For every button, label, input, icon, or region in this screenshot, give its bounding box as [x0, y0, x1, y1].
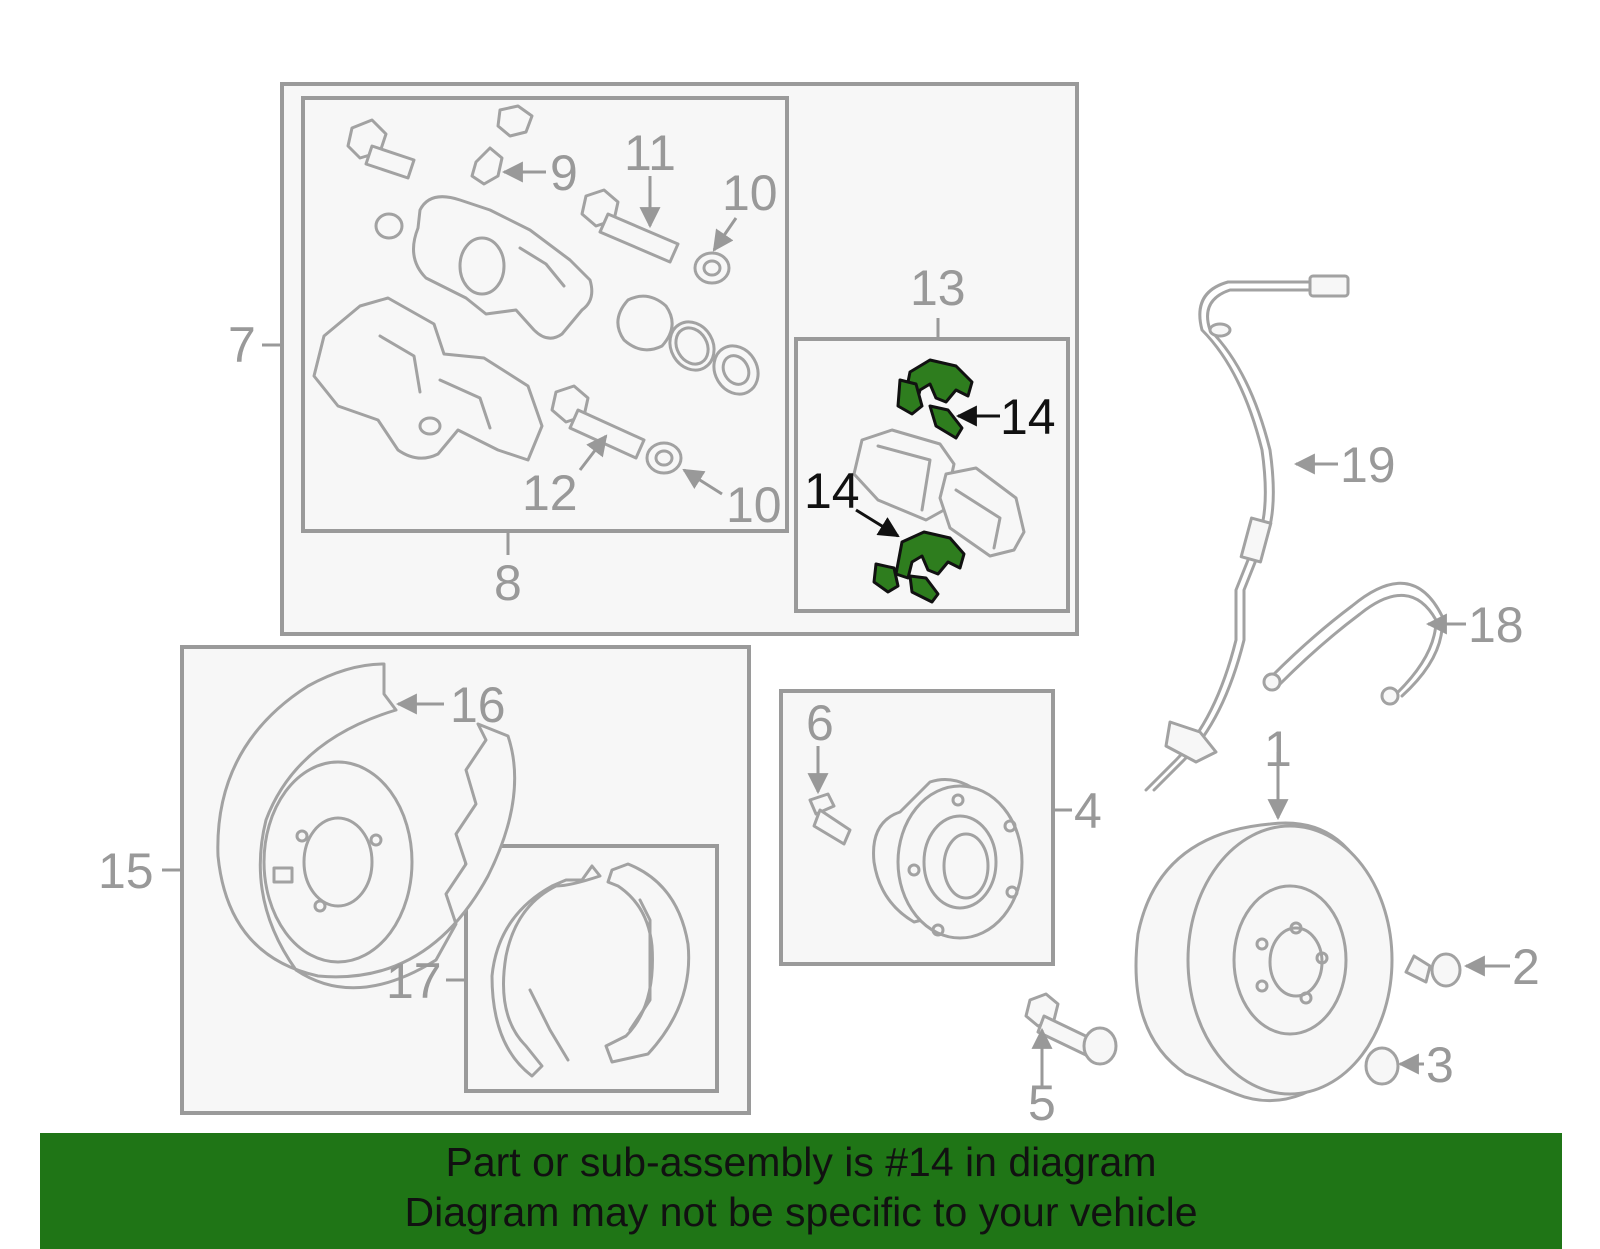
callout-15: 15: [98, 843, 154, 899]
disc-screw: [1404, 952, 1462, 988]
callout-16: 16: [450, 677, 506, 733]
callout-11: 11: [624, 125, 676, 181]
callout-6: 6: [806, 695, 834, 751]
hub-bolt: [1024, 992, 1118, 1066]
callout-18: 18: [1468, 597, 1524, 653]
leader-lines: [162, 161, 1510, 1086]
caliper-assembly-group: [280, 82, 1079, 636]
callout-2: 2: [1512, 939, 1540, 995]
wheel-speed-sensor: [1144, 274, 1350, 792]
callout-10-lower: 10: [726, 477, 782, 533]
banner-line-part: Part or sub-assembly is #14 in diagram: [445, 1139, 1157, 1185]
callout-14-upper: 14: [1000, 389, 1056, 445]
brake-disc: [1134, 821, 1394, 1103]
hub-group: [779, 689, 1055, 966]
callouts: 7 8 9 11 10 10 12 13 14 14 15 16 17 6 4 …: [98, 125, 1540, 1131]
callout-5: 5: [1028, 1075, 1056, 1131]
callout-12: 12: [522, 465, 578, 521]
wheel-hub: [872, 778, 1024, 940]
callout-9: 9: [550, 145, 578, 201]
info-banner: Part or sub-assembly is #14 in diagram D…: [40, 1133, 1562, 1249]
parking-brake-shoes: [490, 862, 691, 1078]
caliper-housing: [412, 195, 594, 340]
callout-17: 17: [386, 953, 442, 1009]
piston-and-seals: [616, 294, 760, 396]
guide-pin-upper: [580, 188, 680, 264]
callout-7: 7: [228, 317, 256, 373]
caliper-bracket: [312, 296, 544, 462]
callout-8: 8: [494, 555, 522, 611]
callout-13: 13: [910, 260, 966, 316]
guide-boot-upper: [693, 251, 731, 285]
banner-line-disclaimer: Diagram may not be specific to your vehi…: [404, 1189, 1198, 1235]
callout-3: 3: [1426, 1037, 1454, 1093]
hub-cap: [1364, 1046, 1400, 1086]
callout-14-lower: 14: [804, 463, 860, 519]
bleeder-cap: [374, 212, 404, 240]
pad-clip-upper: [896, 358, 974, 440]
dust-shield: [216, 662, 517, 990]
brake-hose: [1262, 581, 1444, 706]
callout-10-upper: 10: [722, 165, 778, 221]
guide-boot-lower: [645, 441, 683, 475]
callout-1: 1: [1264, 721, 1292, 777]
callout-4: 4: [1074, 783, 1102, 839]
backing-plate-group: [180, 645, 751, 1115]
wheel-stud: [808, 792, 852, 846]
brake-pad-outer: [938, 466, 1026, 558]
bleeder-screw: [470, 104, 534, 186]
pad-clip-lower: [872, 530, 966, 604]
caliper-bolt: [346, 118, 416, 180]
guide-pin-lower: [550, 384, 646, 460]
callout-19: 19: [1340, 437, 1396, 493]
